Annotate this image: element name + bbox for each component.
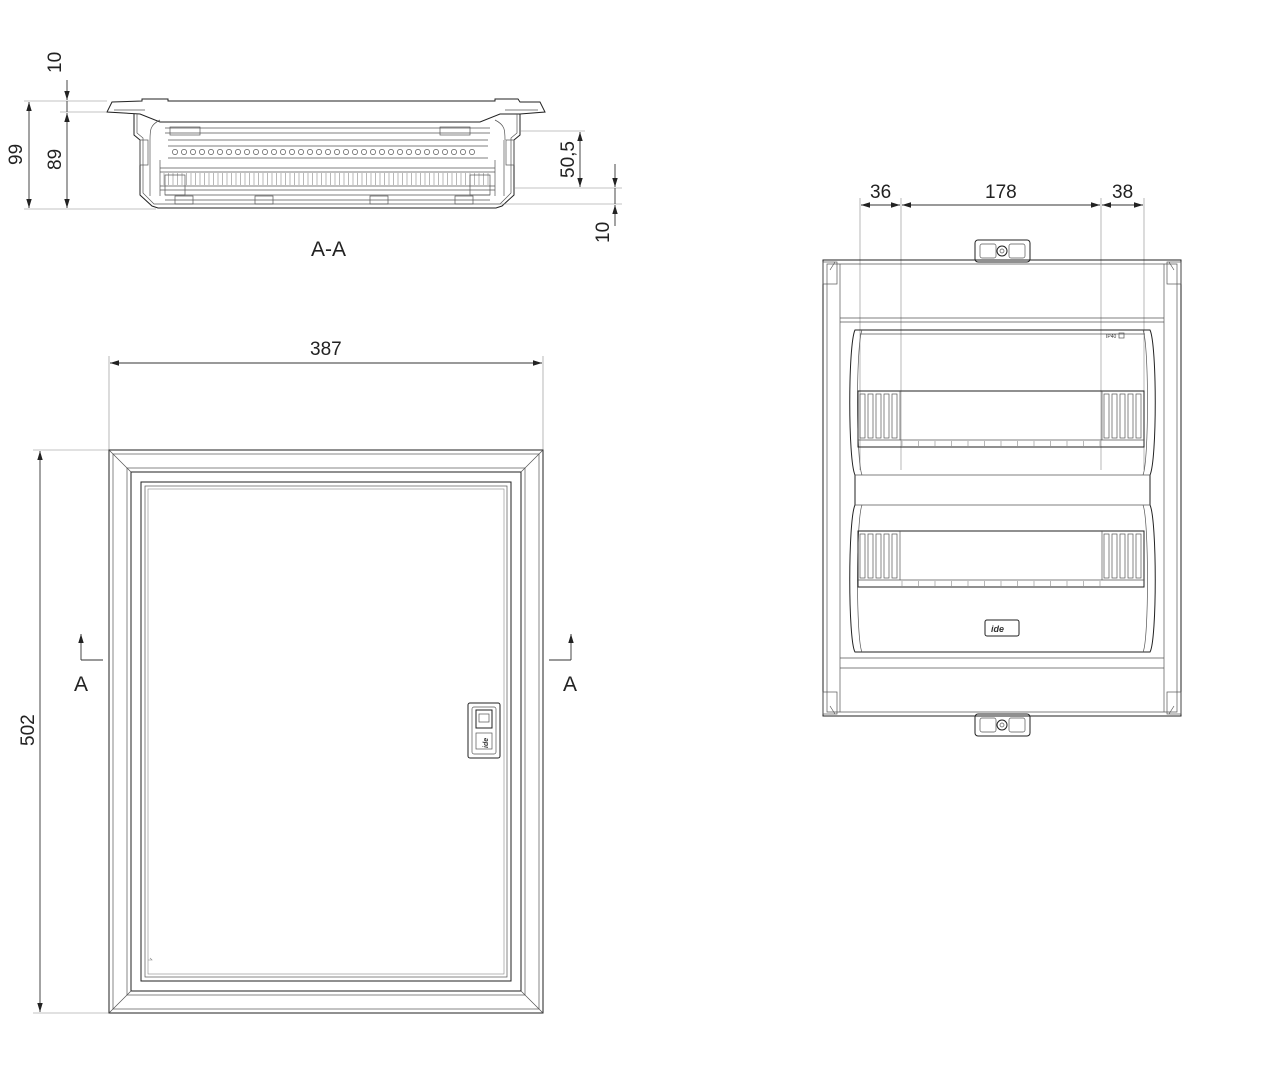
terminal-screw: [460, 149, 466, 155]
top-fixing-tab: [974, 239, 1031, 263]
terminal-screw: [397, 149, 403, 155]
dim-387: 387: [310, 339, 342, 360]
terminal-screw: [451, 149, 457, 155]
terminal-screw: [334, 149, 340, 155]
section-marker-left: A: [74, 634, 103, 696]
terminal-screw: [325, 149, 331, 155]
terminal-screw: [415, 149, 421, 155]
terminal-screw: [379, 149, 385, 155]
terminal-screw: [352, 149, 358, 155]
terminal-screw: [217, 149, 223, 155]
terminal-screw: [361, 149, 367, 155]
terminal-screw: [307, 149, 313, 155]
terminal-screw: [406, 149, 412, 155]
bottom-fixing-tab: [974, 713, 1031, 737]
brand-logo: ide: [984, 619, 1020, 637]
dim-89: 89: [45, 149, 66, 170]
dim-36: 36: [870, 182, 891, 203]
dim-50-5: 50,5: [558, 141, 579, 178]
terminal-screw: [271, 149, 277, 155]
terminal-screw: [316, 149, 322, 155]
front-view: 387 502 ide A: [18, 339, 577, 1014]
terminal-screw: [226, 149, 232, 155]
terminal-screw: [424, 149, 430, 155]
rail-row-1: [857, 390, 1145, 448]
terminal-screw: [181, 149, 187, 155]
terminal-screw: [433, 149, 439, 155]
terminal-screw: [262, 149, 268, 155]
rating-label: IP40: [1106, 334, 1117, 340]
brand-logo-text: ide: [991, 624, 1004, 634]
dim-38: 38: [1112, 182, 1133, 203]
dim-502: 502: [18, 714, 39, 746]
terminal-screw: [289, 149, 295, 155]
terminal-screw: [442, 149, 448, 155]
rail-row-2: [857, 530, 1145, 588]
terminal-screw: [172, 149, 178, 155]
dim-10-top: 10: [45, 52, 66, 73]
terminal-screw: [469, 149, 475, 155]
dim-10-bottom: 10: [593, 222, 614, 243]
door-lock[interactable]: ide: [467, 702, 501, 759]
terminal-screw: [388, 149, 394, 155]
terminal-screw: [253, 149, 259, 155]
terminal-screw: [343, 149, 349, 155]
terminal-screw: [208, 149, 214, 155]
terminal-screw: [190, 149, 196, 155]
terminal-screw: [244, 149, 250, 155]
terminal-screw: [280, 149, 286, 155]
dim-178: 178: [985, 182, 1017, 203]
terminal-screw: [235, 149, 241, 155]
section-marker-right-label: A: [563, 673, 577, 696]
dim-99: 99: [6, 144, 27, 165]
terminal-screw: [199, 149, 205, 155]
section-view-a-a: 10 99 89 50,5 10 A-A: [6, 52, 622, 261]
section-marker-left-label: A: [74, 673, 88, 696]
section-marker-right: A: [549, 634, 577, 696]
lock-logo: ide: [483, 738, 490, 748]
terminal-screw: [298, 149, 304, 155]
open-view: 36 178 38: [822, 182, 1182, 737]
section-label: A-A: [311, 238, 346, 261]
terminal-screw: [370, 149, 376, 155]
